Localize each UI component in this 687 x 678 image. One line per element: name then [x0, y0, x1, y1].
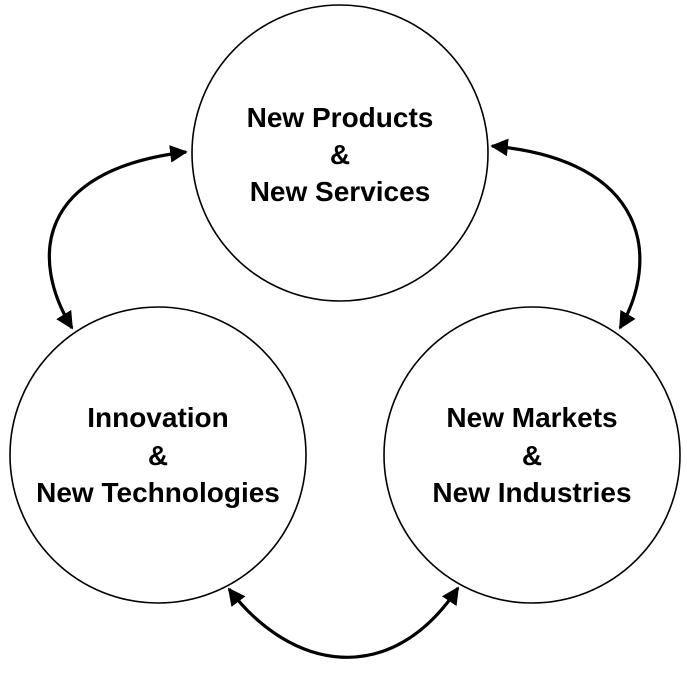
node-products-circle	[191, 4, 489, 302]
node-markets-line1: New Markets	[446, 402, 617, 433]
connector-products-markets	[490, 138, 642, 330]
node-products-line2: &	[330, 139, 350, 170]
node-innovation: Innovation & New Technologies	[9, 306, 307, 604]
node-markets: New Markets & New Industries	[383, 306, 681, 604]
node-innovation-line2: &	[148, 440, 168, 471]
node-markets-line3: New Industries	[432, 477, 631, 508]
node-products-line1: New Products	[247, 102, 434, 133]
node-innovation-circle	[9, 306, 307, 604]
node-markets-line2: &	[522, 440, 542, 471]
node-innovation-line3: New Technologies	[36, 477, 280, 508]
node-innovation-line1: Innovation	[87, 402, 229, 433]
connector-innovation-products	[47, 145, 188, 330]
node-products-line3: New Services	[250, 176, 431, 207]
node-products: New Products & New Services	[191, 4, 489, 302]
node-markets-circle	[383, 306, 681, 604]
connector-innovation-markets	[227, 586, 460, 659]
